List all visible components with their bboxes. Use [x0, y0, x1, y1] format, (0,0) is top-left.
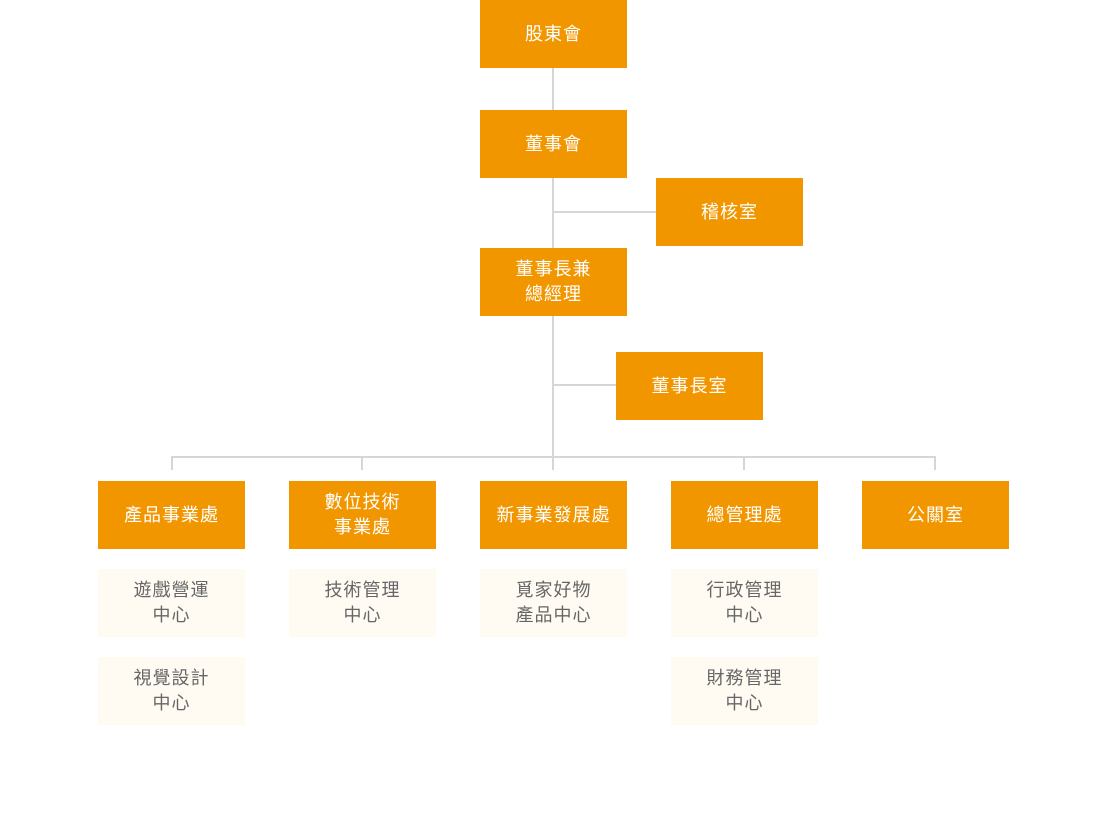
node-unit-tech-management: 技術管理 中心 — [289, 569, 436, 637]
node-chairman-office-label: 董事長室 — [651, 375, 728, 397]
node-division-digital-tech: 數位技術 事業處 — [289, 481, 436, 549]
node-unit-finance: 財務管理 中心 — [671, 657, 818, 725]
node-division-public-relations: 公關室 — [862, 481, 1009, 549]
node-division-public-relations-label: 公關室 — [907, 504, 964, 526]
node-unit-game-operations: 遊戲營運 中心 — [98, 569, 245, 637]
node-unit-game-operations-label: 遊戲營運 中心 — [133, 580, 210, 626]
node-audit-office-label: 稽核室 — [701, 201, 758, 223]
node-unit-home-goods-product-label: 覓家好物 產品中心 — [515, 580, 592, 626]
node-division-product: 產品事業處 — [98, 481, 245, 549]
node-division-product-label: 產品事業處 — [124, 504, 219, 526]
node-chairman-office: 董事長室 — [616, 352, 763, 420]
connector-division-drop-4 — [743, 456, 745, 470]
node-shareholders-meeting-label: 股東會 — [525, 23, 582, 45]
node-board-of-directors: 董事會 — [480, 110, 627, 178]
connector-chairman-office-branch — [553, 384, 616, 386]
connector-division-drop-2 — [361, 456, 363, 470]
node-chairman-and-general-manager-label: 董事長兼 總經理 — [515, 259, 592, 305]
node-division-general-management: 總管理處 — [671, 481, 818, 549]
connector-division-drop-5 — [934, 456, 936, 470]
node-shareholders-meeting: 股東會 — [480, 0, 627, 68]
node-unit-administration: 行政管理 中心 — [671, 569, 818, 637]
node-audit-office: 稽核室 — [656, 178, 803, 246]
node-unit-home-goods-product: 覓家好物 產品中心 — [480, 569, 627, 637]
node-division-new-business: 新事業發展處 — [480, 481, 627, 549]
node-division-digital-tech-label: 數位技術 事業處 — [324, 492, 401, 538]
node-division-new-business-label: 新事業發展處 — [496, 504, 611, 526]
node-division-general-management-label: 總管理處 — [706, 504, 783, 526]
node-unit-tech-management-label: 技術管理 中心 — [324, 580, 401, 626]
node-board-of-directors-label: 董事會 — [525, 133, 582, 155]
node-unit-visual-design-label: 視覺設計 中心 — [133, 668, 210, 714]
node-unit-administration-label: 行政管理 中心 — [706, 580, 783, 626]
connector-division-bus — [171, 456, 936, 458]
node-unit-finance-label: 財務管理 中心 — [706, 668, 783, 714]
connector-audit-branch — [553, 211, 656, 213]
connector-division-drop-1 — [171, 456, 173, 470]
node-unit-visual-design: 視覺設計 中心 — [98, 657, 245, 725]
node-chairman-and-general-manager: 董事長兼 總經理 — [480, 248, 627, 316]
